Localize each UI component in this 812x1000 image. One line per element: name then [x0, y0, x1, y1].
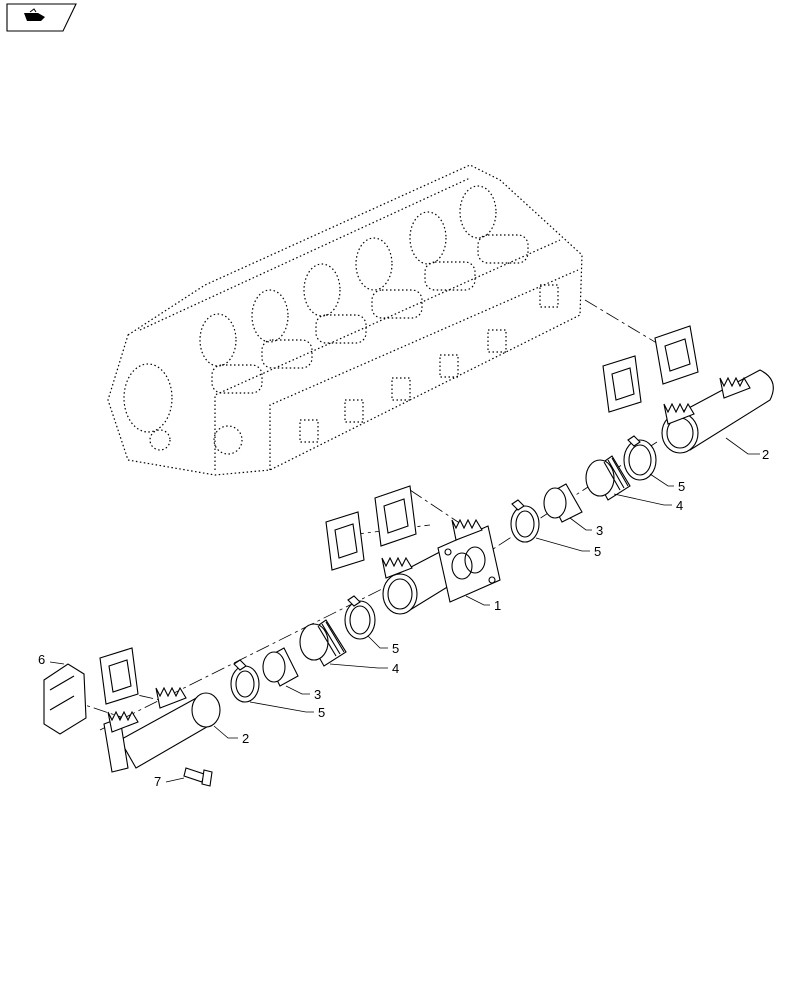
leader-lines	[49, 437, 760, 783]
callout-1: 1	[494, 598, 501, 613]
clamp-lower-right	[344, 595, 376, 640]
gasket-left	[99, 647, 139, 705]
clamp-lower-left	[230, 659, 260, 703]
callout-4-lower: 4	[392, 661, 399, 676]
callout-5-lower-right: 5	[392, 641, 399, 656]
callout-5-lower-left: 5	[318, 705, 325, 720]
gasket-upper-right	[602, 325, 699, 413]
view-orientation-icon[interactable]	[6, 3, 77, 32]
sleeve-lower	[262, 647, 299, 687]
callout-5-upper-right: 5	[678, 479, 685, 494]
callouts: 1 2 2 3 3 4 4 5 5 5 5 6 7	[38, 447, 769, 789]
callout-4-upper: 4	[676, 498, 683, 513]
callout-7: 7	[154, 774, 161, 789]
clamp-upper-left	[510, 499, 540, 543]
gasket-center	[325, 485, 417, 571]
callout-3-upper: 3	[596, 523, 603, 538]
callout-5-upper-left: 5	[594, 544, 601, 559]
bellows-upper	[585, 455, 631, 501]
cylinder-head-phantom	[107, 164, 583, 476]
bolt-7	[183, 767, 213, 787]
callout-3-lower: 3	[314, 687, 321, 702]
clamp-upper-right	[623, 435, 657, 481]
callout-6: 6	[38, 652, 45, 667]
bellows-lower	[299, 619, 347, 667]
end-plate-6	[43, 663, 87, 735]
pipe-right	[661, 369, 774, 454]
callout-2-upper: 2	[762, 447, 769, 462]
sleeve-upper	[543, 483, 583, 523]
pipe-left-end	[103, 686, 221, 773]
callout-2-lower: 2	[242, 731, 249, 746]
center-pipe-turbo-flange	[381, 518, 501, 615]
